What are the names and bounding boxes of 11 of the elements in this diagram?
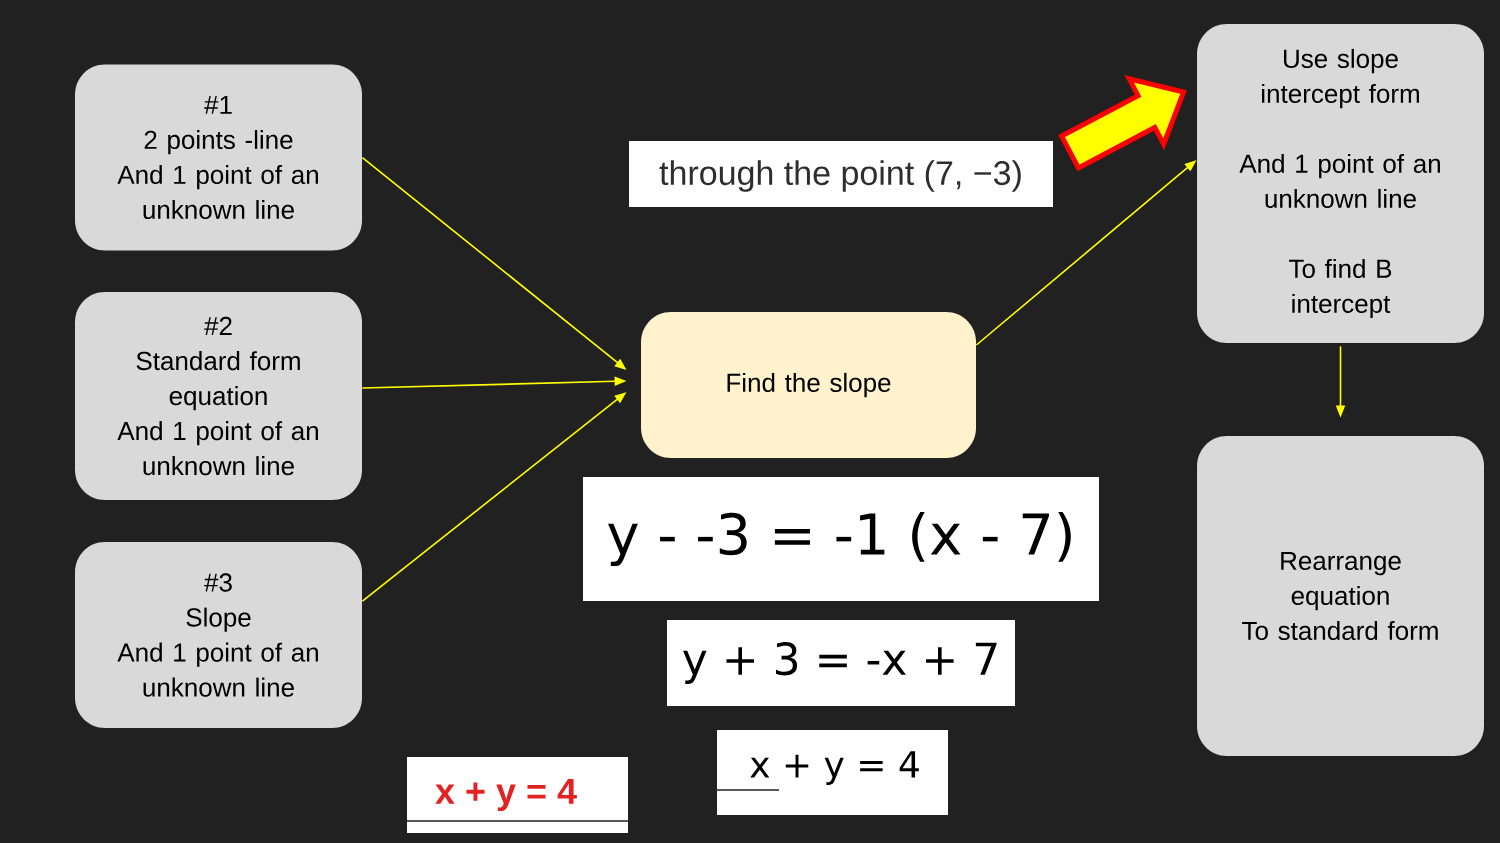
process-box: Use slope intercept form And 1 point of an unknown line To find B intercept: [1197, 24, 1484, 343]
process-box: Find the slope: [641, 312, 976, 458]
process-box: #3 Slope And 1 point of an unknown line: [75, 542, 362, 728]
text-card: through the point (7, −3): [629, 141, 1053, 207]
process-box: #1 2 points -line And 1 point of an unknown line: [75, 64, 362, 251]
equation-card: x + y = 4: [716, 730, 948, 815]
equation-card: y + 3 = -x + 7: [667, 620, 1015, 706]
process-box: #2 Standard form equation And 1 point of an unknown line: [75, 292, 362, 500]
process-box: Rearrange equation To standard form: [1197, 436, 1484, 756]
equation-card: y - -3 = -1 (x - 7): [583, 477, 1099, 601]
equation-card: x + y = 4: [406, 757, 629, 833]
